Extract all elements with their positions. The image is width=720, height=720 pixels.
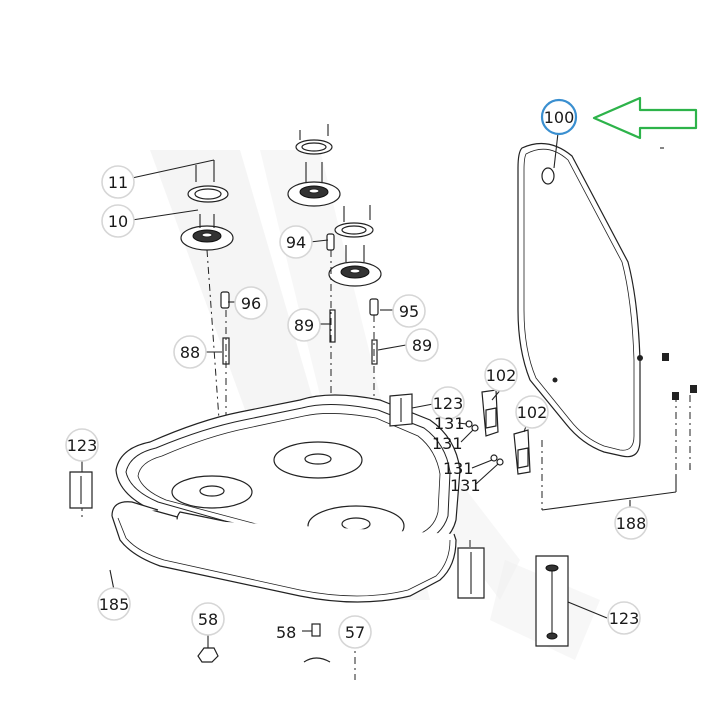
callout-123-left: 123 [67,436,98,455]
callout-11: 11 [108,173,128,192]
callout-188: 188 [616,514,647,533]
callout-131-a: 131 [434,414,465,433]
callout-131-d: 131 [450,476,481,495]
callout-58-left: 58 [198,610,218,629]
callout-88: 88 [180,343,200,362]
left-burner-assembly [180,160,234,251]
top-middle-burner-assembly [287,124,341,207]
glass-lid [517,142,697,458]
middle-burner-assembly [328,205,382,287]
callout-123-upper: 123 [433,394,464,413]
highlight-arrow-icon [592,96,698,140]
callout-102-lower: 102 [517,403,548,422]
callout-94: 94 [286,233,306,252]
clamps [69,393,569,647]
hinges [465,389,531,475]
callout-100: 100 [544,108,575,127]
callout-95: 95 [399,302,419,321]
bracket-188 [541,465,691,511]
callout-102-upper: 102 [486,366,517,385]
callout-10: 10 [108,212,128,231]
callout-58-right: 58 [276,623,296,642]
callout-57: 57 [345,623,365,642]
callout-185: 185 [99,595,130,614]
callout-89-left: 89 [294,316,314,335]
callout-96: 96 [241,294,261,313]
callout-123-lower-right: 123 [609,609,640,628]
callout-131-c: 131 [443,459,474,478]
seal-gasket [111,501,457,603]
callouts: 11 10 94 96 89 95 88 89 100 102 102 123 … [65,98,648,649]
callout-131-b: 131 [432,434,463,453]
callout-89-right: 89 [412,336,432,355]
